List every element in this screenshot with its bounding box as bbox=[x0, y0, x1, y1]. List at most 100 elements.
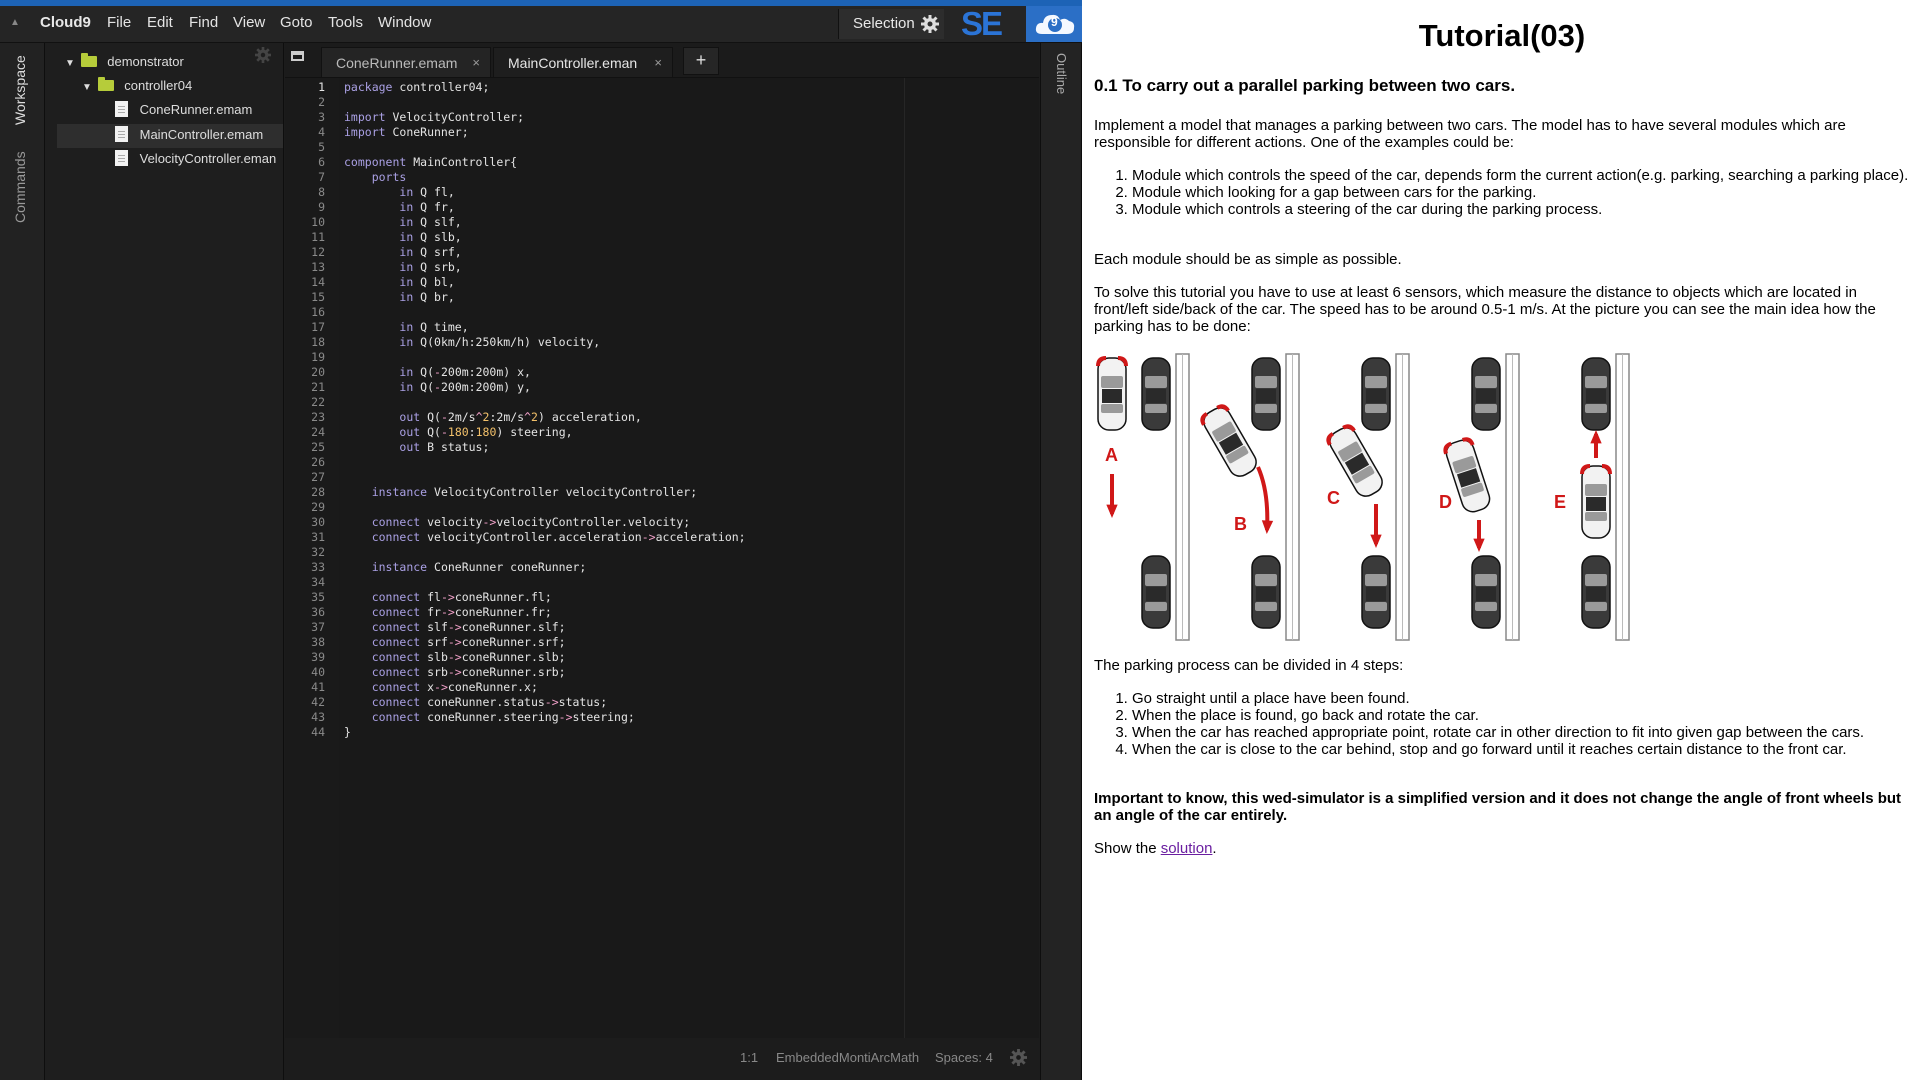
code-line[interactable]: connect fr->coneRunner.fr; bbox=[371, 605, 552, 619]
moving-car-icon bbox=[1200, 404, 1257, 477]
parked-car-icon bbox=[1581, 357, 1611, 431]
tree-settings-gear-icon[interactable] bbox=[255, 47, 271, 63]
code-line[interactable]: connect velocity->velocityController.vel… bbox=[371, 515, 691, 529]
selection-button[interactable]: Selection bbox=[838, 9, 944, 39]
parked-car-icon bbox=[1361, 357, 1391, 431]
side-panel-tabs: Workspace Commands bbox=[0, 43, 45, 1080]
tab-conerunner[interactable]: ConeRunner.emam × bbox=[321, 47, 491, 77]
cloud-icon bbox=[1035, 14, 1075, 34]
code-line[interactable]: connect slb->coneRunner.slb; bbox=[371, 650, 566, 664]
code-line[interactable]: in Q(-200m:200m) y, bbox=[399, 380, 531, 394]
close-tab-icon[interactable]: × bbox=[654, 55, 662, 70]
code-line[interactable]: connect coneRunner.status->status; bbox=[371, 695, 608, 709]
code-line[interactable]: in Q bl, bbox=[399, 275, 455, 289]
code-line[interactable]: out B status; bbox=[399, 440, 490, 454]
close-tab-icon[interactable]: × bbox=[472, 55, 480, 70]
tree-item-label: demonstrator bbox=[107, 54, 184, 69]
list-item: Module which controls the speed of the c… bbox=[1132, 167, 1920, 184]
line-number: 7 bbox=[318, 170, 325, 184]
code-line[interactable]: connect velocityController.acceleration-… bbox=[371, 530, 746, 544]
brand-menu[interactable]: Cloud9 bbox=[40, 14, 91, 31]
code-line[interactable]: in Q slf, bbox=[399, 215, 462, 229]
code-line[interactable]: } bbox=[344, 725, 351, 739]
menu-edit[interactable]: Edit bbox=[147, 14, 173, 31]
code-line[interactable]: connect slf->coneRunner.slf; bbox=[371, 620, 566, 634]
indent-setting[interactable]: Spaces: 4 bbox=[935, 1050, 993, 1065]
solution-link[interactable]: solution bbox=[1160, 840, 1213, 857]
expand-arrow-icon[interactable]: ▼ bbox=[82, 82, 92, 93]
moving-car-icon bbox=[1443, 437, 1491, 513]
tree-item-controller04[interactable]: ▼ controller04 bbox=[82, 75, 192, 97]
code-line[interactable]: instance ConeRunner coneRunner; bbox=[371, 560, 587, 574]
code-line[interactable]: import VelocityController; bbox=[344, 110, 525, 124]
code-line[interactable]: in Q(-200m:200m) x, bbox=[399, 365, 531, 379]
code-line[interactable]: in Q br, bbox=[399, 290, 455, 304]
folder-icon bbox=[80, 53, 97, 67]
code-line[interactable]: connect x->coneRunner.x; bbox=[371, 680, 538, 694]
line-number: 30 bbox=[311, 515, 325, 529]
code-line[interactable]: in Q time, bbox=[399, 320, 469, 334]
syntax-mode[interactable]: EmbeddedMontiArcMath bbox=[776, 1050, 920, 1065]
menu-window[interactable]: Window bbox=[378, 14, 432, 31]
selected-row-highlight bbox=[57, 124, 283, 148]
menu-goto[interactable]: Goto bbox=[280, 14, 313, 31]
code-line[interactable]: in Q srf, bbox=[399, 245, 462, 259]
tree-item-maincontroller[interactable]: MainController.emam bbox=[115, 124, 263, 146]
tree-item-label: ConeRunner.emam bbox=[139, 102, 253, 117]
cursor-position[interactable]: 1:1 bbox=[740, 1050, 759, 1065]
tree-item-velocitycontroller[interactable]: VelocityController.eman bbox=[115, 148, 276, 170]
menu-file[interactable]: File bbox=[107, 14, 132, 31]
code-line[interactable]: package controller04; bbox=[344, 80, 490, 94]
line-number: 41 bbox=[311, 680, 325, 694]
code-line[interactable]: out Q(-2m/s^2:2m/s^2) acceleration, bbox=[399, 410, 642, 424]
code-line[interactable]: in Q fr, bbox=[399, 200, 455, 214]
code-line[interactable]: connect srb->coneRunner.srb; bbox=[371, 665, 566, 679]
cloud9-button[interactable]: 9 bbox=[1026, 6, 1082, 42]
code-line[interactable]: component MainController{ bbox=[344, 155, 518, 169]
code-line[interactable]: in Q slb, bbox=[399, 230, 462, 244]
code-editor[interactable]: package controller04; import VelocityCont… bbox=[339, 78, 1039, 1038]
code-line[interactable]: out Q(-180:180) steering, bbox=[399, 425, 573, 439]
editor-tab-bar: ConeRunner.emam × MainController.eman × … bbox=[285, 43, 1039, 78]
selection-label: Selection bbox=[853, 15, 915, 32]
tab-commands[interactable]: Commands bbox=[12, 151, 28, 223]
step-label: A bbox=[1105, 445, 1118, 465]
collapse-arrow-icon[interactable]: ▲ bbox=[10, 17, 20, 28]
code-line[interactable]: in Q srb, bbox=[399, 260, 462, 274]
tab-outline[interactable]: Outline bbox=[1054, 53, 1069, 95]
file-icon bbox=[115, 126, 128, 142]
code-line[interactable]: in Q(0km/h:250km/h) velocity, bbox=[399, 335, 601, 349]
code-line[interactable]: import ConeRunner; bbox=[344, 125, 469, 139]
code-line[interactable]: ports bbox=[371, 170, 407, 184]
code-line[interactable]: connect srf->coneRunner.srf; bbox=[371, 635, 566, 649]
top-accent-bar bbox=[0, 0, 1082, 6]
expand-arrow-icon[interactable]: ▼ bbox=[65, 58, 75, 69]
line-number: 29 bbox=[311, 500, 325, 514]
line-number: 17 bbox=[311, 320, 325, 334]
tab-label: ConeRunner.emam bbox=[336, 55, 458, 71]
list-item: Go straight until a place have been foun… bbox=[1132, 690, 1920, 707]
menu-tools[interactable]: Tools bbox=[328, 14, 364, 31]
editor-settings-gear-icon[interactable] bbox=[1010, 1049, 1027, 1066]
file-icon bbox=[115, 150, 128, 166]
toggle-panel-icon[interactable] bbox=[291, 51, 304, 61]
line-number: 1 bbox=[318, 80, 325, 94]
page-title: Tutorial(03) bbox=[1418, 18, 1586, 53]
code-line[interactable]: connect coneRunner.steering->steering; bbox=[371, 710, 635, 724]
tree-item-label: MainController.emam bbox=[139, 127, 264, 142]
tree-item-conerunner[interactable]: ConeRunner.emam bbox=[115, 99, 252, 121]
new-tab-button[interactable]: + bbox=[683, 47, 719, 75]
code-line[interactable]: connect fl->coneRunner.fl; bbox=[371, 590, 552, 604]
tree-item-demonstrator[interactable]: ▼ demonstrator bbox=[65, 51, 184, 73]
parked-car-icon bbox=[1141, 357, 1171, 431]
parked-car-icon bbox=[1251, 555, 1281, 629]
tab-workspace[interactable]: Workspace bbox=[12, 55, 28, 125]
line-number: 32 bbox=[311, 545, 325, 559]
tab-maincontroller[interactable]: MainController.eman × bbox=[493, 47, 673, 77]
line-number: 26 bbox=[311, 455, 325, 469]
menu-view[interactable]: View bbox=[233, 14, 266, 31]
menu-find[interactable]: Find bbox=[189, 14, 219, 31]
se-logo: SE bbox=[955, 5, 1025, 42]
code-line[interactable]: in Q fl, bbox=[399, 185, 455, 199]
code-line[interactable]: instance VelocityController velocityCont… bbox=[371, 485, 698, 499]
